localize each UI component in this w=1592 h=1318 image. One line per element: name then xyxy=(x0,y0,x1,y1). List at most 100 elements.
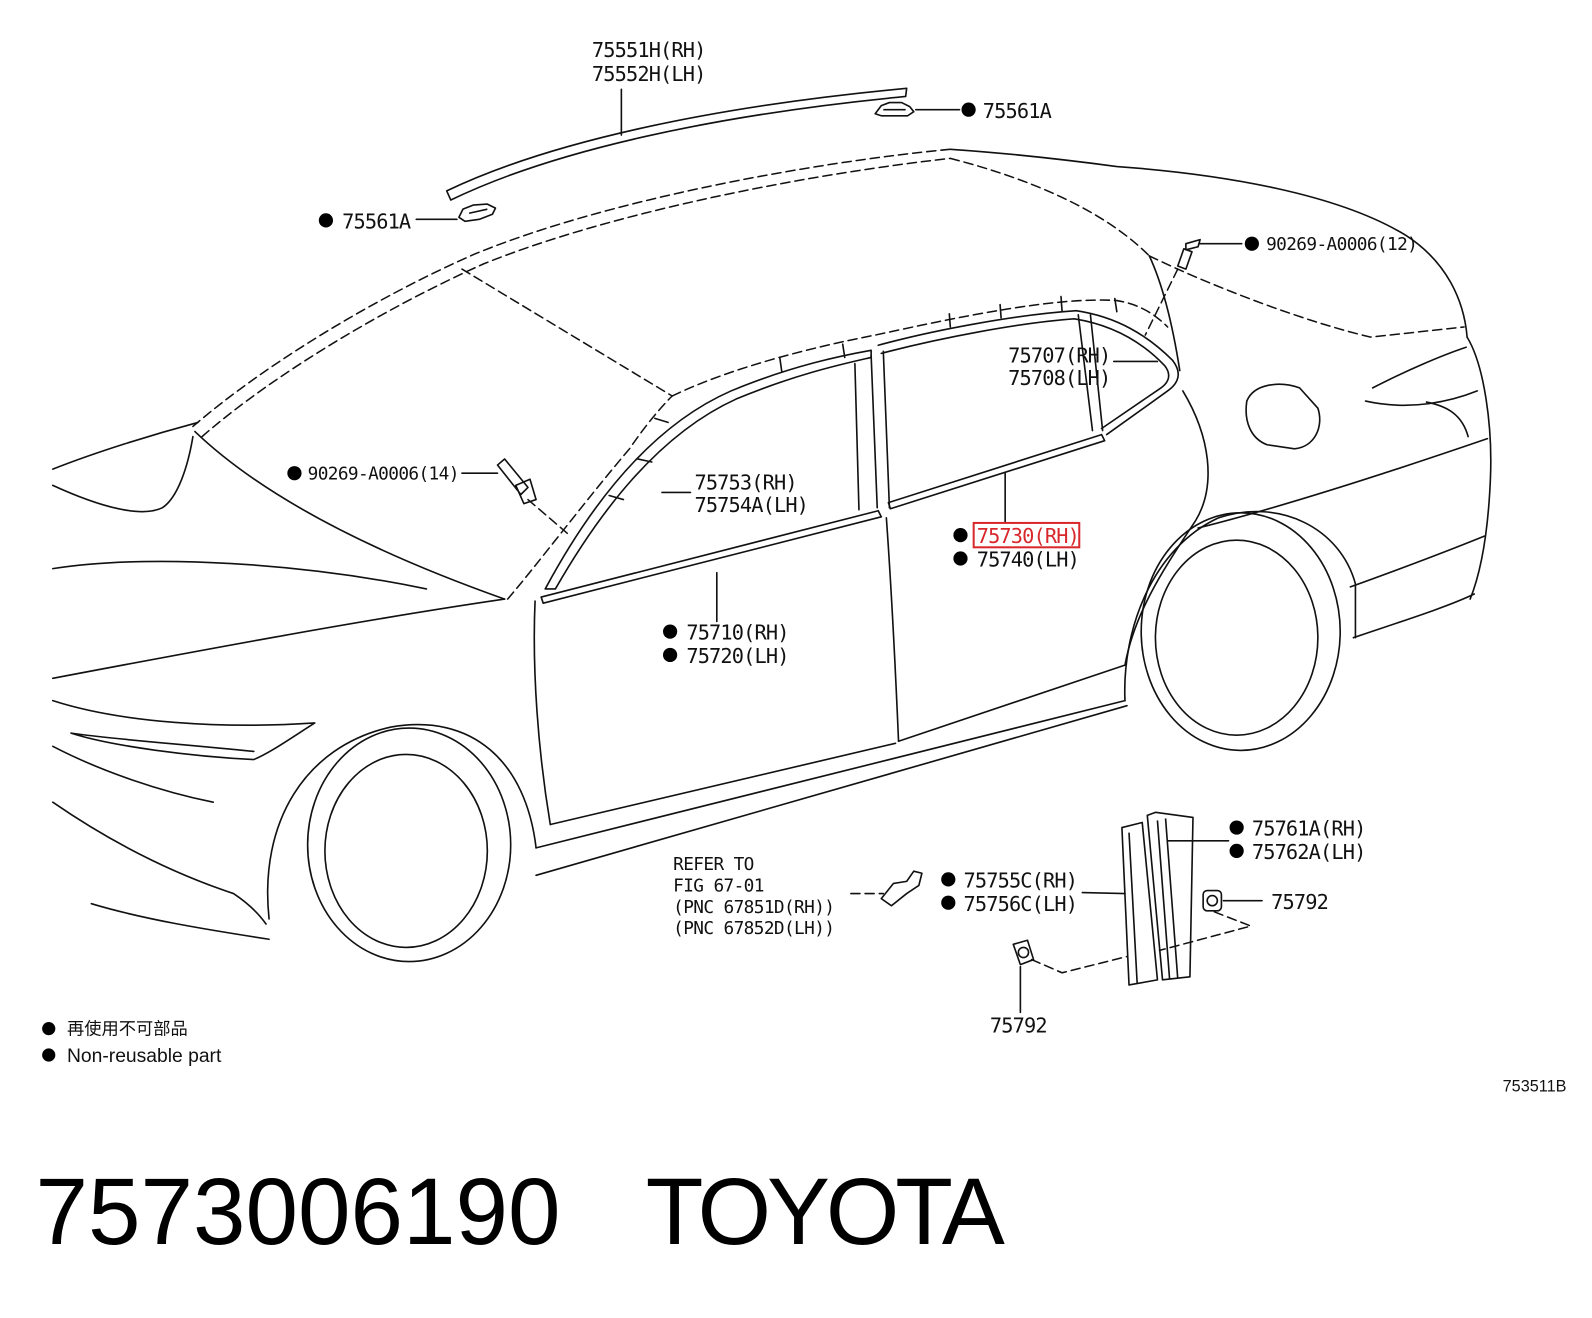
bullet-front-belt-rh xyxy=(662,624,678,639)
callout-75755c-rh: 75755C(RH) xyxy=(964,868,1078,892)
rear-wheel-arch xyxy=(1123,510,1357,702)
callout-75740-lh: 75740(LH) xyxy=(977,548,1079,572)
non-reusable-bullets xyxy=(42,102,1259,1062)
front-push-clip xyxy=(496,458,537,505)
callout-75762a-lh: 75762A(LH) xyxy=(1252,840,1366,864)
roof-molding-strip xyxy=(445,87,908,201)
bullet-rear-belt-lh xyxy=(953,551,968,566)
garnish-clip-bottom xyxy=(1012,939,1035,966)
garnish-bracket xyxy=(880,870,923,907)
roof-edge-inner xyxy=(201,157,952,438)
callout-75710-rh: 75710(RH) xyxy=(686,621,788,645)
front-window-molding xyxy=(544,349,872,590)
callout-75708-lh: 75708(LH) xyxy=(1008,366,1110,390)
front-wheel-arch xyxy=(266,723,537,920)
callout-75792-right: 75792 xyxy=(1271,890,1328,914)
bullet-garnish-rh xyxy=(1229,820,1244,835)
rear-belt-molding xyxy=(887,433,1106,510)
bullet-bracket-rh xyxy=(941,872,956,887)
caption: 7573006190 TOYOTA xyxy=(36,1160,1009,1265)
callout-75730-rh: 75730(RH) xyxy=(977,524,1079,548)
rear-roof-outline xyxy=(949,148,1468,338)
callout-75792-bottom: 75792 xyxy=(990,1014,1047,1038)
leader-rear-clip-dashed xyxy=(1144,268,1179,336)
callout-labels: 75551H(RH) 75552H(LH) 75561A 75561A 9026… xyxy=(308,38,1418,1038)
bullet-front-clip xyxy=(287,466,302,481)
reference-note-line-4: (PNC 67852D(LH)) xyxy=(673,919,834,939)
reference-note-line-3: (PNC 67851D(RH)) xyxy=(673,898,834,918)
callout-75561a-right: 75561A xyxy=(983,99,1052,123)
callout-75753-rh: 75753(RH) xyxy=(694,470,796,494)
roof-rail-ticks xyxy=(608,295,1118,501)
pillar-garnish-rear-strip xyxy=(1146,811,1194,981)
hood-crease xyxy=(51,560,428,590)
reference-note-line-1: REFER TO xyxy=(673,855,754,875)
garnish-clip-right xyxy=(1202,889,1223,912)
leader-lines xyxy=(415,88,1263,1014)
callout-75761a-rh: 75761A(RH) xyxy=(1252,817,1366,841)
garnish-clip-right-hole xyxy=(1206,894,1219,907)
figure-code: 753511B xyxy=(1503,1078,1567,1096)
front-belt-molding xyxy=(540,509,883,604)
rear-bumper-bottom xyxy=(1352,593,1476,639)
near-headlight xyxy=(51,699,316,761)
brand-name: TOYOTA xyxy=(646,1160,1005,1265)
rear-door-division-bar xyxy=(1077,313,1104,432)
rear-door-bottom xyxy=(897,664,1126,743)
callout-75561a-left: 75561A xyxy=(342,209,411,233)
rear-window-molding xyxy=(877,309,1180,436)
b-pillar-lines xyxy=(854,350,891,511)
car-outline xyxy=(51,148,1492,963)
windshield-base xyxy=(194,430,506,600)
bullet-front-belt-lh xyxy=(662,647,678,663)
rear-door-rear-edge xyxy=(1124,390,1209,666)
front-tire xyxy=(306,727,512,963)
garnish-clip-bottom-hole xyxy=(1017,946,1030,959)
rear-quarter-character-line xyxy=(1197,437,1489,529)
pillar-garnish-front-strip xyxy=(1121,821,1159,986)
bullet-garnish-lh xyxy=(1229,843,1244,859)
parts xyxy=(445,87,1223,986)
near-a-pillar xyxy=(506,395,673,600)
garnish-clip-bottom-body xyxy=(1012,939,1035,966)
rear-end-outline xyxy=(1466,336,1492,600)
roof-edge-outer xyxy=(192,148,952,428)
callout-75552h-lh: 75552H(LH) xyxy=(592,62,706,86)
fuel-door xyxy=(1245,383,1321,450)
rear-push-clip xyxy=(1176,238,1201,270)
roof-clip-right xyxy=(874,101,915,117)
callout-75754a-lh: 75754A(LH) xyxy=(694,493,808,517)
bullet-rear-clip xyxy=(1244,236,1259,251)
front-bumper-lines xyxy=(51,745,270,941)
windshield-top-edge xyxy=(461,268,673,397)
leader-bracket xyxy=(1081,891,1126,895)
front-door-bottom xyxy=(549,742,897,826)
rear-window-side-edge xyxy=(949,157,1151,257)
front-rim xyxy=(324,753,489,949)
legend-label-en: Non-reusable part xyxy=(67,1046,222,1067)
callout-75756c-lh: 75756C(LH) xyxy=(964,892,1078,916)
tail-lamp xyxy=(1364,346,1479,438)
front-door-front-edge xyxy=(533,600,552,826)
door-gap xyxy=(885,517,900,743)
reference-note-line-2: FIG 67-01 xyxy=(673,877,764,897)
far-fender-top xyxy=(51,421,199,470)
legend-bullet-en xyxy=(42,1048,56,1062)
rear-rim xyxy=(1154,539,1319,736)
garnish-clip-bottom-dashed xyxy=(1030,955,1128,974)
highlight-box xyxy=(972,521,1081,549)
legend-label-ja: 再使用不可部品 xyxy=(67,1019,188,1040)
callout-75720-lh: 75720(LH) xyxy=(686,644,788,668)
bullet-roof-clip-left xyxy=(318,213,334,228)
hood-near-edge xyxy=(51,598,506,680)
garnish-clip-right-body xyxy=(1202,889,1223,912)
rear-quarter-lower-line xyxy=(1349,535,1486,588)
leader-front-clip-dashed xyxy=(527,498,572,537)
callout-75551h-rh: 75551H(RH) xyxy=(592,38,706,62)
callout-90269-a0006-12: 90269-A0006(12) xyxy=(1266,235,1417,255)
rocker-panel xyxy=(535,699,1128,877)
rear-window-bottom-edge xyxy=(1148,255,1465,338)
c-pillar xyxy=(1148,255,1181,372)
legend: 再使用不可部品 Non-reusable part xyxy=(67,1019,222,1067)
callout-90269-a0006-14: 90269-A0006(14) xyxy=(308,464,459,484)
